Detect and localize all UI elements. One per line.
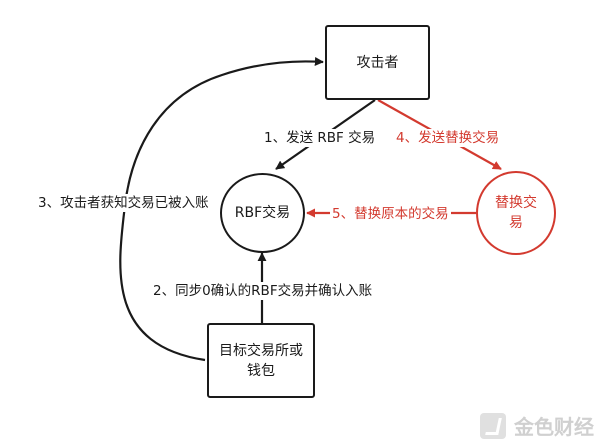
- step1-label: 1、发送 RBF 交易: [262, 129, 378, 147]
- target-exchange-node: 目标交易所或 钱包: [207, 323, 315, 398]
- watermark-logo-icon: [480, 412, 506, 439]
- step4-label: 4、发送替换交易: [394, 129, 502, 147]
- edge-attacker-notified: [119, 56, 324, 362]
- replacement-transaction-label-line1: 替换交: [495, 195, 537, 211]
- step5-label: 5、替换原本的交易: [330, 205, 451, 223]
- target-exchange-label-line1: 目标交易所或: [219, 342, 303, 359]
- attacker-node: 攻击者: [325, 25, 430, 100]
- target-exchange-label-line2: 钱包: [247, 362, 275, 379]
- rbf-transaction-node: RBF交易: [220, 173, 305, 253]
- watermark-text: 金色财经: [514, 415, 594, 439]
- step3-label: 3、攻击者获知交易已被入账: [36, 194, 211, 212]
- step2-label: 2、同步0确认的RBF交易并确认入账: [151, 282, 375, 300]
- replacement-transaction-node: 替换交 易: [476, 171, 556, 255]
- replacement-transaction-label-line2: 易: [509, 215, 523, 231]
- attacker-label: 攻击者: [356, 54, 399, 71]
- watermark: 金色财经: [480, 411, 594, 440]
- rbf-transaction-label: RBF交易: [234, 205, 291, 221]
